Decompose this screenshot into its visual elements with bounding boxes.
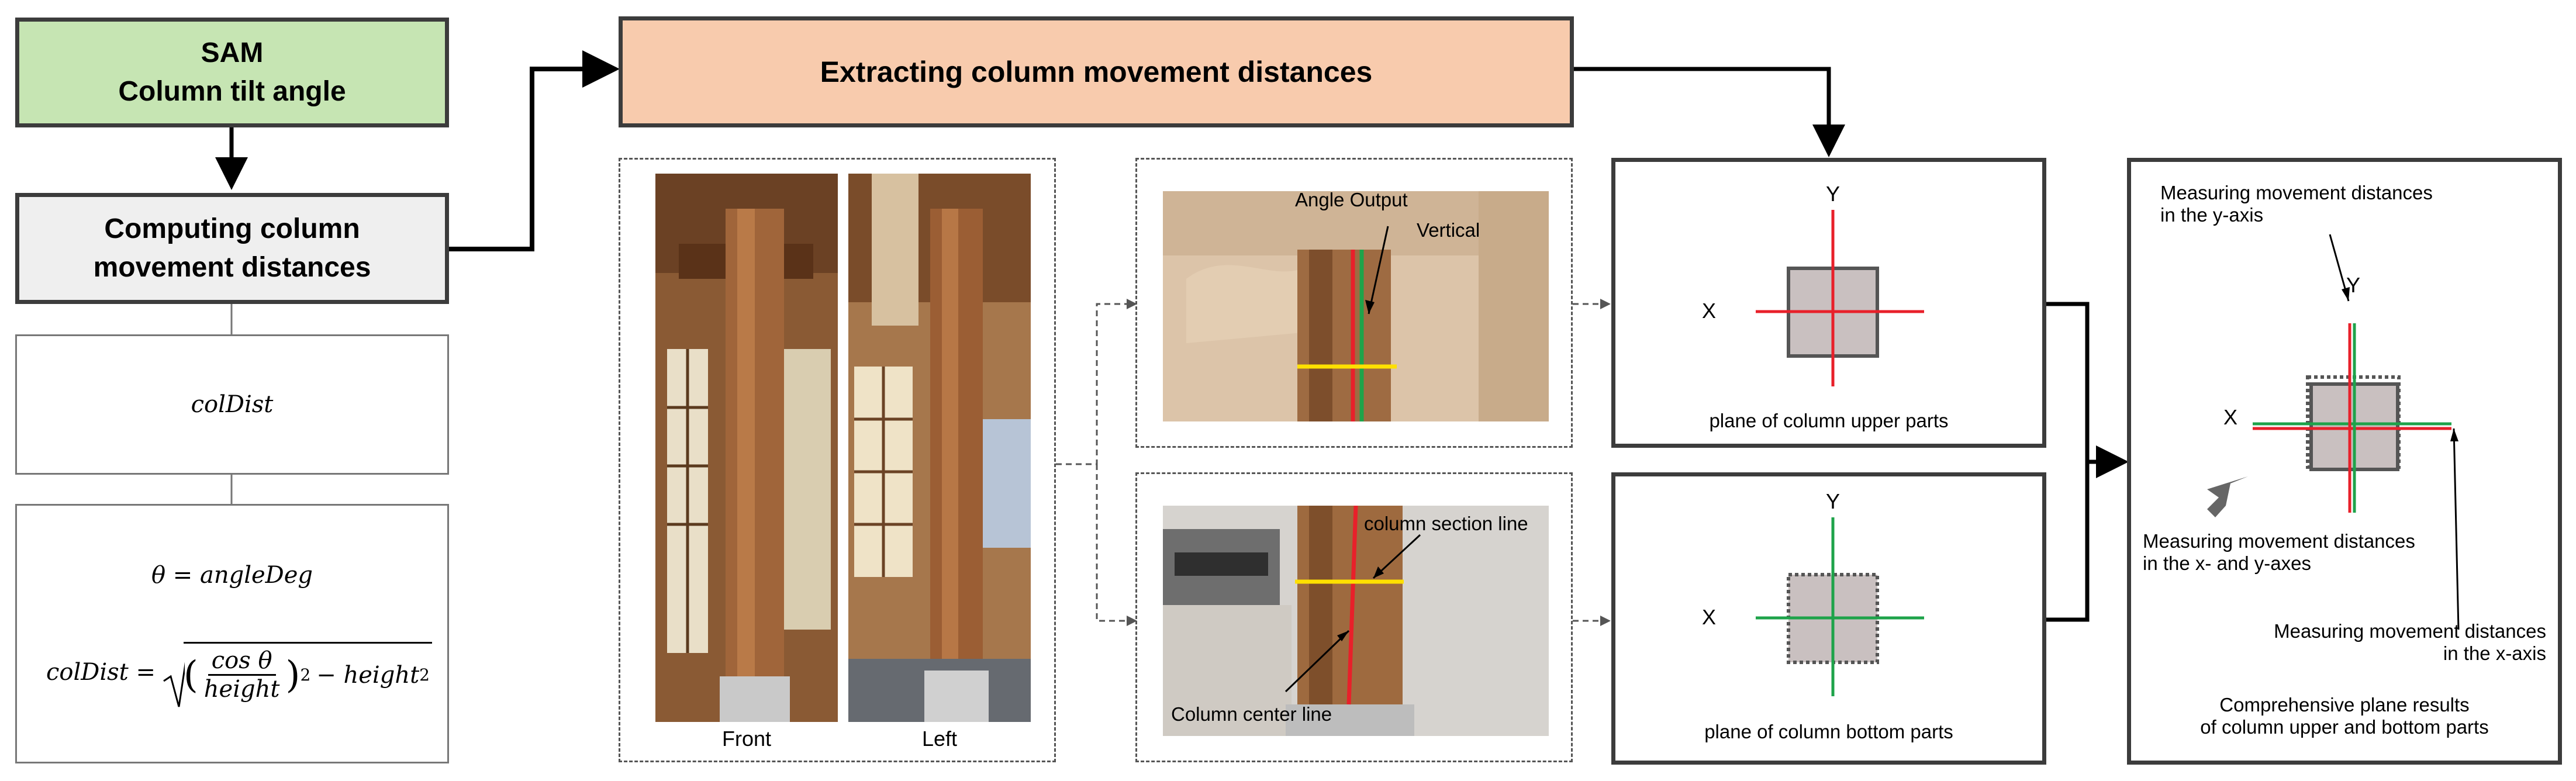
x-axis-note: Measuring movement distances in the x-ax… <box>2260 620 2546 665</box>
xy-note-line-2: in the x- and y-axes <box>2143 552 2311 574</box>
results-diagram <box>2207 234 2460 630</box>
arrow-extracting-to-upper-plane <box>1574 67 1845 157</box>
y-axis-note-line-1: Measuring movement distances <box>2160 182 2433 203</box>
theta-equation: θ = angleDeg <box>151 562 313 589</box>
vertical-label: Vertical <box>1417 219 1480 241</box>
upper-plane-label: plane of column upper parts <box>1709 410 1949 431</box>
xy-note-line-1: Measuring movement distances <box>2143 530 2415 552</box>
fraction-numerator: cos θ <box>208 647 276 676</box>
sam-title: SAM <box>201 37 264 68</box>
extracting-title: Extracting column movement distances <box>820 56 1373 88</box>
left-photo <box>848 174 1031 722</box>
upper-axis-y: Y <box>1825 182 1840 206</box>
bottom-plane-label: plane of column bottom parts <box>1704 721 1953 742</box>
computing-line-1: Computing column <box>104 213 360 244</box>
photos-panel: Front Left <box>619 158 1056 762</box>
arrow-photos-to-annotated-upper <box>1056 299 1137 465</box>
bottom-axis-y: Y <box>1825 489 1840 513</box>
x-axis-note-line-2: in the x-axis <box>2443 642 2546 664</box>
arrow-photos-to-annotated-bottom <box>1096 464 1137 626</box>
x-axis-note-line-1: Measuring movement distances <box>2274 620 2546 642</box>
sqrt-symbol-icon <box>163 662 185 707</box>
y-axis-note-line-2: in the y-axis <box>2160 204 2264 226</box>
vertical-pointer <box>1368 226 1389 315</box>
results-panel: Y X Measuring movement distances in the … <box>2127 158 2562 765</box>
exponent-a: 2 <box>300 665 311 685</box>
upper-axis-x: X <box>1701 299 1716 323</box>
upper-plane-panel: Y X plane of column upper parts <box>1611 158 2046 448</box>
equation-tail: − height <box>316 661 420 689</box>
coldist-equation: colDist = ( cos θ height ) 2 − height 2 <box>46 634 432 710</box>
angle-output-label: Angle Output <box>1295 189 1408 210</box>
sam-subtitle: Column tilt angle <box>118 76 346 107</box>
y-axis-note: Measuring movement distances in the y-ax… <box>2160 182 2433 226</box>
x-axis-pointer <box>2453 428 2460 630</box>
computing-line-2: movement distances <box>93 252 371 283</box>
arrow-computing-to-extracting <box>449 50 620 251</box>
bottom-plane-diagram <box>1756 517 1924 696</box>
arrow-upper-plane-to-results <box>2046 302 2129 478</box>
summary-note: Comprehensive plane results of column up… <box>2131 694 2558 738</box>
xy-pointer-arrow <box>2207 476 2248 517</box>
annotated-upper-photo <box>1163 191 1549 421</box>
column-center-line-label: Column center line <box>1171 703 1332 725</box>
center-pointer <box>1284 630 1350 693</box>
exponent-b: 2 <box>419 665 430 685</box>
center-red-line <box>1346 506 1358 705</box>
bottom-plane-panel: Y X plane of column bottom parts <box>1611 472 2046 765</box>
equation-lhs: colDist = <box>46 659 156 686</box>
summary-line-1: Comprehensive plane results <box>2219 694 2470 716</box>
sam-box: SAM Column tilt angle <box>15 18 449 127</box>
extracting-box: Extracting column movement distances <box>619 16 1574 127</box>
arrow-bottom-plane-to-results <box>2046 462 2090 622</box>
column-section-line-label: column section line <box>1364 513 1528 534</box>
coldist-variable: colDist <box>191 391 274 418</box>
computing-box: Computing column movement distances <box>15 193 449 304</box>
upper-plane-diagram <box>1756 210 1924 386</box>
xy-note: Measuring movement distances in the x- a… <box>2143 530 2415 575</box>
formula-box: θ = angleDeg colDist = ( cos θ height ) … <box>15 504 449 763</box>
left-label: Left <box>921 727 958 751</box>
front-label: Front <box>721 727 772 751</box>
annotated-bottom-photo <box>1163 506 1549 736</box>
bottom-axis-x: X <box>1701 605 1716 629</box>
fraction-denominator: height <box>203 676 280 703</box>
summary-line-2: of column upper and bottom parts <box>2200 716 2489 738</box>
results-axis-x: X <box>2223 405 2237 429</box>
coldist-variable-box: colDist <box>15 334 449 475</box>
annotated-upper-panel: Angle Output Vertical <box>1135 158 1573 448</box>
annotated-bottom-panel: column section line Column center line <box>1135 472 1573 762</box>
results-axis-y: Y <box>2346 273 2360 297</box>
front-photo <box>655 174 838 722</box>
